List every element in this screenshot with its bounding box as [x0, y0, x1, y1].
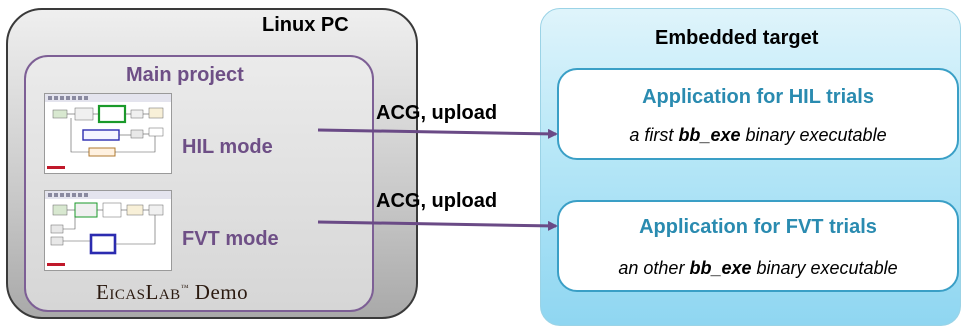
hil-application-description: a first bb_exe binary executable: [629, 125, 887, 145]
embedded-target-title: Embedded target: [655, 27, 819, 49]
linux-pc-title: Linux PC: [262, 14, 349, 36]
fvt-mode-label: FVT mode: [182, 228, 279, 250]
hil-application-box: [557, 68, 959, 160]
fvt-screenshot-thumbnail: [44, 190, 172, 271]
main-project-title: Main project: [126, 64, 244, 86]
hil-screenshot-thumbnail: [44, 93, 172, 174]
fvt-arrow-label: ACG, upload: [376, 190, 498, 212]
fvt-upload-arrow: [317, 220, 558, 231]
hil-upload-arrow: [317, 128, 558, 139]
hil-mode-label: HIL mode: [182, 136, 273, 158]
fvt-diagram-icon: [45, 191, 171, 266]
eicaslab-demo-logo: EICASLAB™ Demo: [96, 280, 249, 304]
fvt-application-description: an other bb_exe binary executable: [618, 258, 898, 278]
fvt-application-title: Application for FVT trials: [639, 216, 877, 238]
fvt-application-box: [557, 200, 959, 292]
hil-application-title: Application for HIL trials: [642, 86, 874, 108]
hil-diagram-icon: [45, 94, 171, 169]
hil-arrow-label: ACG, upload: [376, 102, 498, 124]
